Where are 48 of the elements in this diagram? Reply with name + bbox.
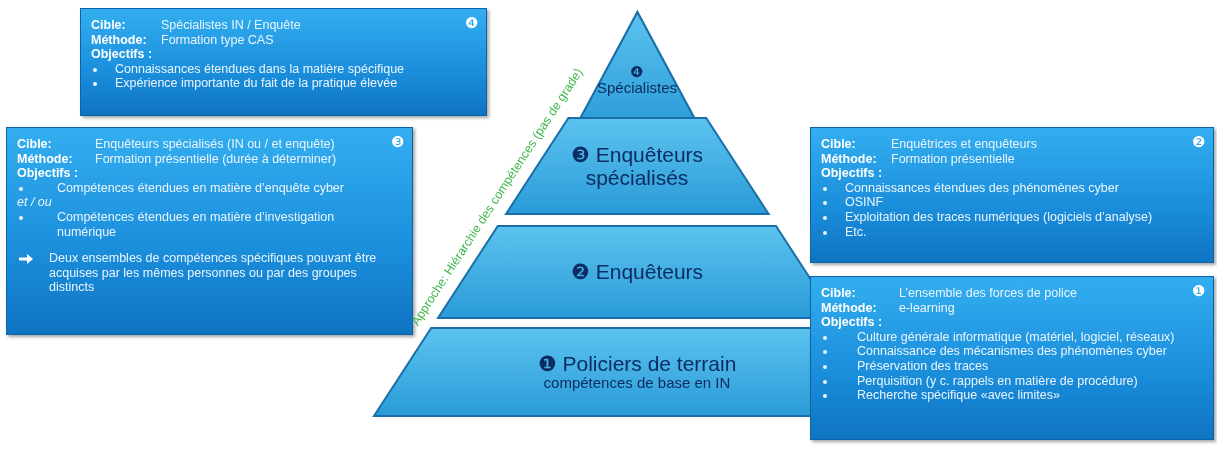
field-value: e-learning xyxy=(899,300,956,316)
section-heading: Objectifs : xyxy=(821,166,884,181)
field-value: Enquêteurs spécialisés (IN ou / et enquête) xyxy=(95,137,336,152)
bullet-item: Connaissances étendues des phénomènes cyber xyxy=(845,180,1119,196)
level-number: ❹ xyxy=(465,16,478,31)
bullet-item: Perquisition (y c. rappels en matière de procédure) xyxy=(857,373,1138,389)
layer-label: compétences de base en IN xyxy=(543,375,731,392)
bullet-item: Compétences étendues en matière d’enquête cyber xyxy=(57,180,344,196)
layer-label: ❶ Policiers de terrain xyxy=(537,352,737,376)
field-label: Méthode: xyxy=(821,300,878,316)
field-value: Formation présentielle xyxy=(891,151,1016,167)
bullet-item: Connaissance des mécanismes des phénomènes cyber xyxy=(857,344,1167,359)
field-value: Spécialistes IN / Enquête xyxy=(161,18,302,33)
layer-label: ❹ Spécialistes xyxy=(595,63,678,97)
field-label: Cible: xyxy=(91,18,127,33)
field-value: Formation type CAS xyxy=(161,32,275,48)
field-label: Méthode: xyxy=(91,32,148,48)
bullet-item: Expérience importante du fait de la pratique élevée xyxy=(115,76,398,91)
info-card xyxy=(810,127,1214,263)
bullet-item: OSINF xyxy=(845,195,884,210)
bullet-item: Etc. xyxy=(845,224,867,240)
section-heading: Objectifs : xyxy=(17,166,80,181)
info-card xyxy=(80,8,487,116)
layer-label: ❷ Enquêteurs xyxy=(570,260,704,284)
section-heading: Objectifs : xyxy=(91,47,154,62)
section-heading: Objectifs : xyxy=(821,315,884,330)
field-label: Méthode: xyxy=(17,151,74,167)
field-label: Cible: xyxy=(821,137,857,152)
field-label: Méthode: xyxy=(821,151,878,167)
field-label: Cible: xyxy=(17,137,53,152)
bullet-item: Compétences étendues en matière d’investigation numérique xyxy=(57,209,336,240)
bullet-item: Culture générale informatique (matériel, logiciel, réseaux) xyxy=(857,329,1175,345)
level-number: ❸ xyxy=(391,135,404,150)
bullet-item: Recherche spécifique «avec limites» xyxy=(857,388,1060,403)
field-label: Cible: xyxy=(821,286,857,301)
layer-label: ❸ Enquêteurs spécialisés xyxy=(569,142,705,190)
bullet-item: Exploitation des traces numériques (logiciels d’analyse) xyxy=(845,209,1153,225)
info-card xyxy=(810,276,1214,440)
field-value: Enquêtrices et enquêteurs xyxy=(891,137,1038,152)
field-value: Formation présentielle (durée à déterminer) xyxy=(95,151,338,167)
note-text: Deux ensembles de compétences spécifiques pouvant être acquises par les mêmes personnes ou par des groupes distincts xyxy=(49,251,378,295)
level-number: ❶ xyxy=(1192,284,1205,299)
info-card xyxy=(6,127,413,335)
bullet-item: Connaissances étendues dans la matière spécifique xyxy=(115,61,405,77)
field-value: L’ensemble des forces de police xyxy=(899,286,1078,301)
level-number: ❷ xyxy=(1192,135,1205,150)
bullet-item: Préservation des traces xyxy=(857,358,989,374)
connector-text: et / ou xyxy=(17,195,53,210)
